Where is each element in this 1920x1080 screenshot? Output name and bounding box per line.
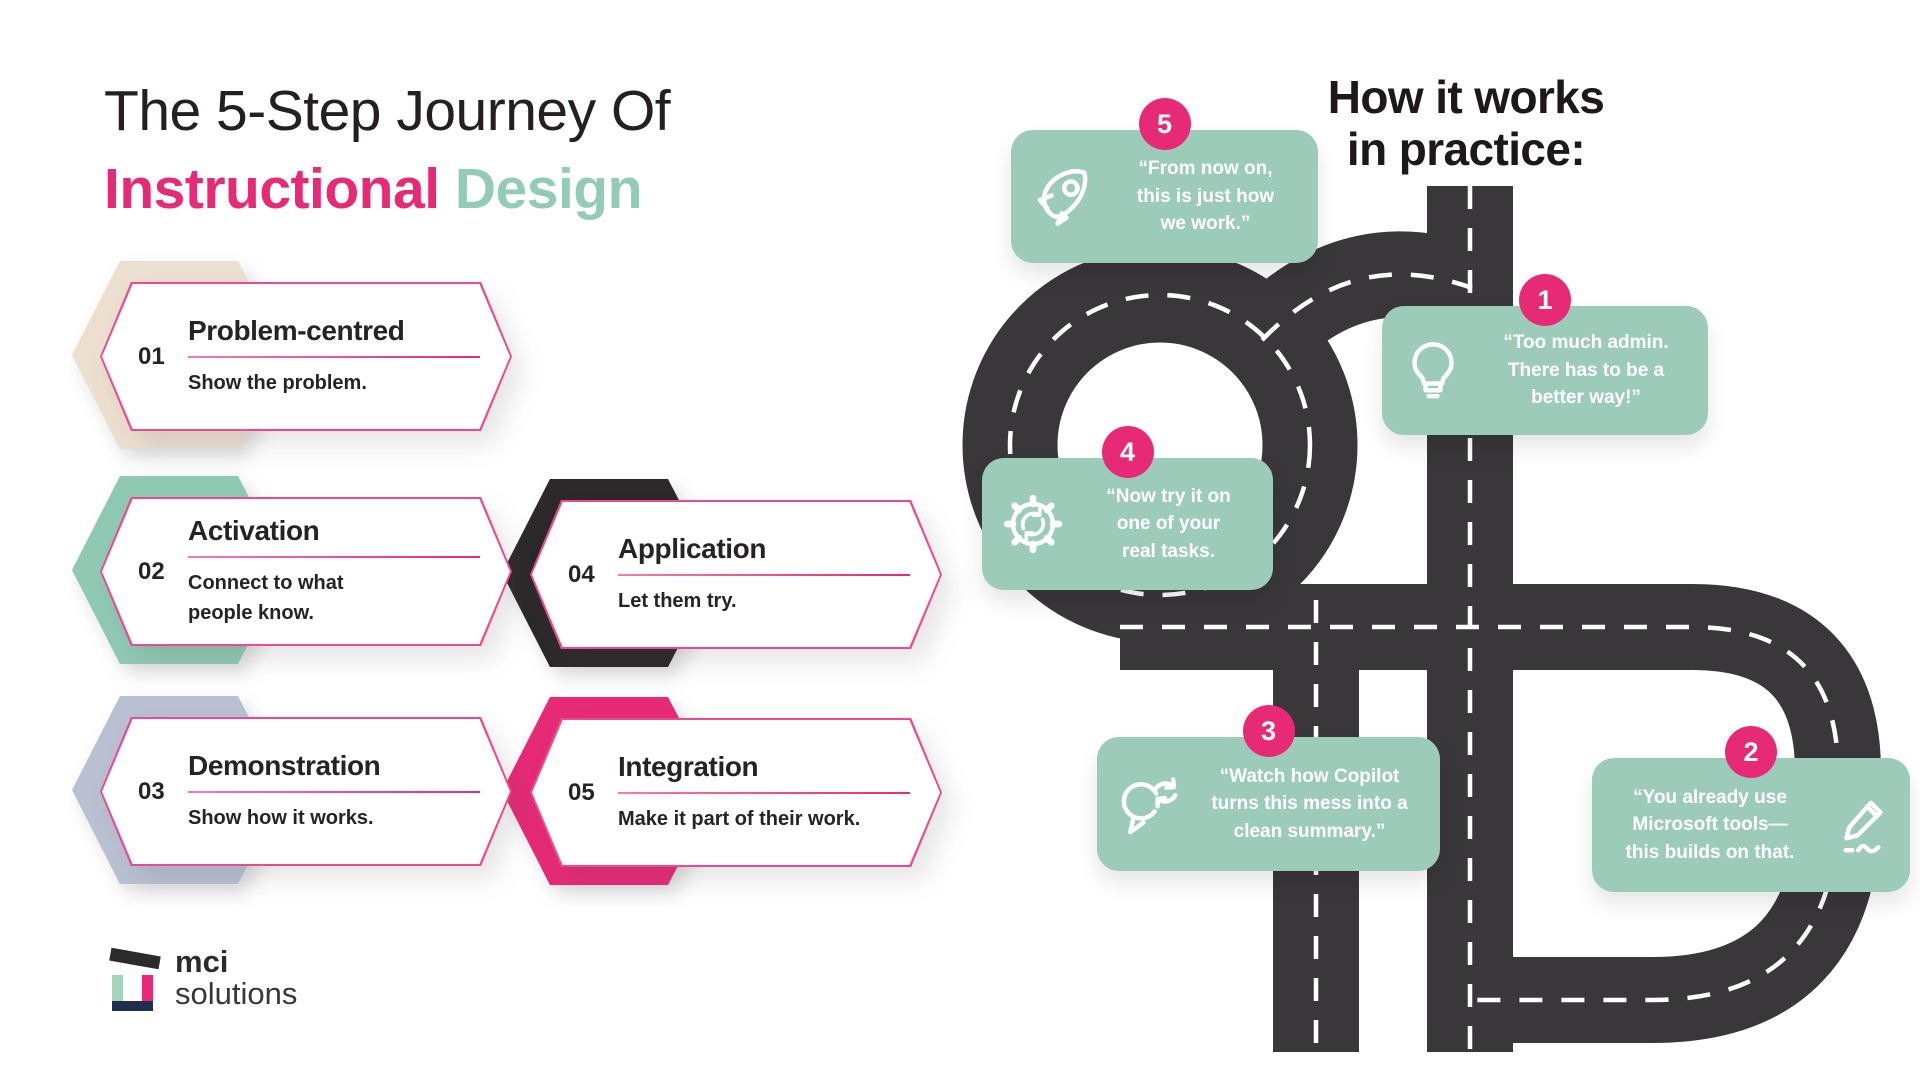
step-2-title: Activation (188, 515, 320, 546)
lightbulb-icon (1392, 334, 1474, 408)
mci-logo-mark-icon (109, 946, 162, 1012)
page-title-line2: Instructional Design (104, 156, 670, 222)
practice-heading-line1: How it works (1327, 71, 1605, 123)
step-4-title: Application (618, 533, 767, 564)
step-3-title: Demonstration (188, 750, 381, 781)
step-1-underline (188, 356, 480, 358)
step-3-underline (188, 791, 480, 793)
rocket-icon (1021, 160, 1103, 234)
practice-heading-line2: in practice: (1346, 122, 1586, 175)
callout-2-number-badge: 2 (1725, 726, 1777, 778)
step-5-number: 05 (568, 778, 595, 806)
callout-5-quote: “From now on, this is just how we work.” (1136, 158, 1275, 235)
step-item-3: 03 Demonstration Show how it works. (72, 696, 512, 884)
pencil-icon (1818, 788, 1900, 862)
page-title-line1: The 5-Step Journey Of (104, 79, 671, 143)
logo-text-mci: mci (175, 944, 229, 979)
callout-5-number-badge: 5 (1138, 98, 1191, 150)
page-title: The 5-Step Journey Of Instructional Desi… (104, 78, 671, 222)
callout-1: 1 “Too much admin. There has to be a bet… (1382, 274, 1708, 435)
callout-3-quote: “Watch how Copilot turns this mess into … (1211, 765, 1408, 842)
page-title-word-instructional: Instructional (104, 157, 440, 221)
step-item-2: 02 Activation Connect to what people kno… (72, 476, 512, 664)
step-5-title: Integration (618, 751, 759, 782)
step-3-number: 03 (138, 777, 165, 805)
callout-3-number-badge: 3 (1242, 705, 1295, 757)
practice-heading: How it works in practice: (1276, 71, 1656, 175)
gear-sync-icon (992, 487, 1074, 561)
page-title-word-design: Design (454, 157, 643, 221)
step-3-subtitle: Show how it works. (188, 807, 374, 829)
step-4-subtitle: Let them try. (618, 590, 737, 612)
step-1-number: 01 (138, 342, 165, 370)
step-5-subtitle: Make it part of their work. (618, 808, 861, 830)
step-2-number: 02 (138, 557, 165, 585)
callout-1-number-badge: 1 (1519, 274, 1571, 326)
step-item-1: 01 Problem-centred Show the problem. (72, 261, 512, 449)
step-1-title: Problem-centred (188, 315, 405, 346)
road-dash-left-loop (1007, 292, 1313, 598)
step-item-4: 04 Application Let them try. (502, 479, 942, 667)
logo-text-solutions: solutions (175, 975, 298, 1011)
callout-3: 3 “Watch how Copilot turns this mess int… (1097, 705, 1440, 871)
step-2-underline (188, 556, 480, 558)
step-5-underline (618, 792, 910, 794)
callout-4-number-badge: 4 (1101, 426, 1154, 478)
callout-4: 4 “Now try it on one of your real tasks. (982, 426, 1273, 590)
step-2-subtitle: Connect to what people know. (188, 572, 344, 624)
step-2-card (100, 497, 512, 646)
callout-1-quote: “Too much admin. There has to be a bette… (1503, 332, 1669, 409)
step-4-number: 04 (568, 560, 595, 588)
callout-2-quote: “You already use Microsoft tools— this b… (1625, 786, 1795, 863)
step-item-5: 05 Integration Make it part of their wor… (502, 697, 942, 885)
callout-4-quote: “Now try it on one of your real tasks. (1106, 485, 1231, 562)
mci-solutions-logo: mci solutions (109, 944, 298, 1012)
step-4-underline (618, 574, 910, 576)
step-1-subtitle: Show the problem. (188, 372, 367, 394)
callout-5: 5 “From now on, this is just how we work… (1011, 98, 1318, 263)
callout-2: 2 “You already use Microsoft tools— this… (1592, 726, 1910, 892)
chat-sync-icon (1107, 767, 1189, 841)
